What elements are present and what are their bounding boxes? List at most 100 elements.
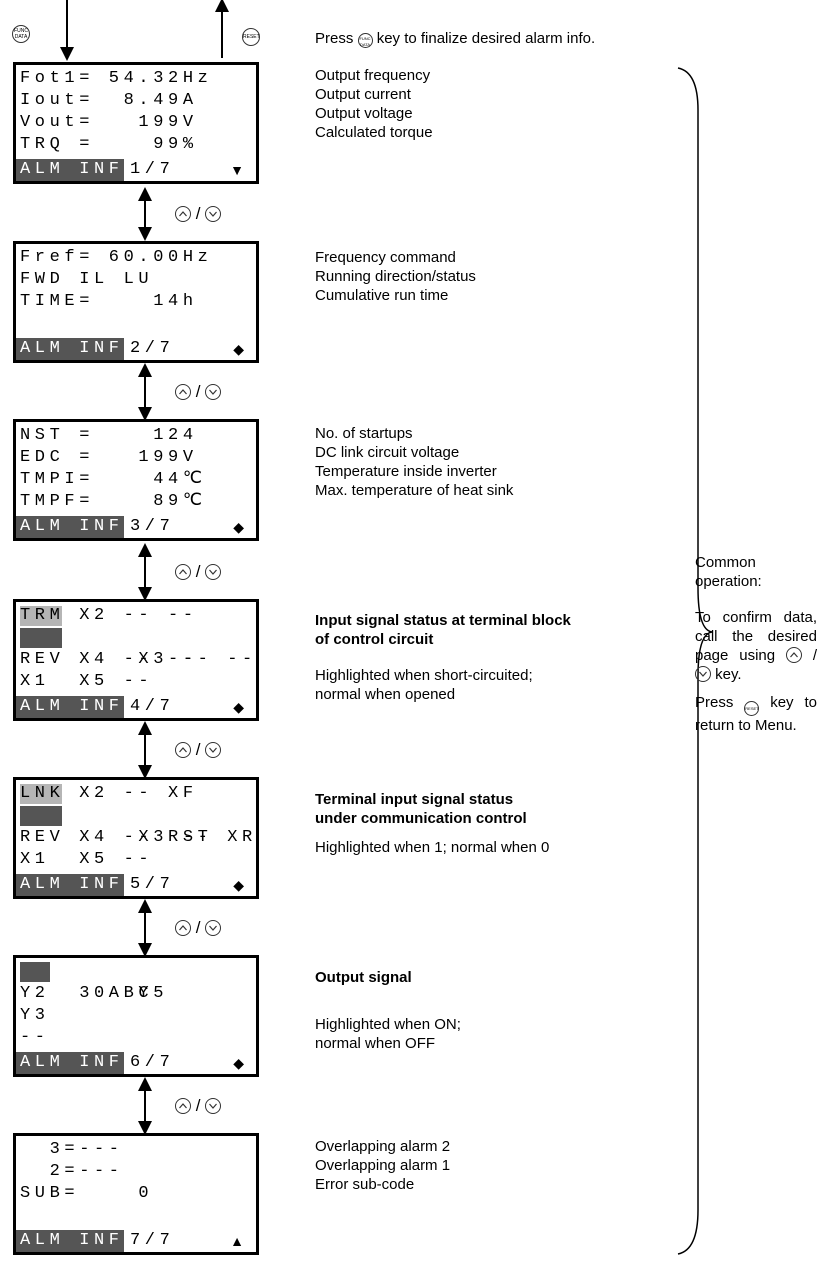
screen-3-descriptions: No. of startups DC link circuit voltage … [315, 425, 514, 499]
alm-inf-bar: ALM INF 4/7 ◆ [16, 696, 256, 718]
lcd-row: FWD IL LU [20, 270, 154, 289]
down-triangle-icon: ▼ [230, 162, 244, 178]
alm-inf-label: ALM INF [16, 874, 124, 896]
lcd-row: 3=--- [20, 1140, 124, 1159]
lcd-row: FWD X3 -- XR [79, 828, 257, 847]
alm-inf-bar: ALM INF 7/7 ▲ [16, 1230, 256, 1252]
group-bracket [677, 67, 713, 1255]
up-down-keys: / [175, 1096, 222, 1116]
page-indicator: 1/7 [130, 160, 175, 179]
lcd-row: LNK X2 -- XF [20, 784, 198, 803]
lcd-row: FWD X3 -- -- [79, 650, 257, 669]
up-key-icon [175, 920, 191, 936]
lcd-row: TRQ = 99% [20, 135, 198, 154]
lcd-row: -- [20, 1028, 50, 1047]
down-key-icon [695, 666, 711, 682]
up-down-keys: / [175, 382, 222, 402]
alm-inf-bar: ALM INF 2/7 ◆ [16, 338, 256, 360]
fwd-label: FWD [79, 650, 124, 669]
diamond-icon: ◆ [233, 1055, 244, 1071]
alm-inf-label: ALM INF [16, 696, 124, 718]
up-key-icon [175, 206, 191, 222]
up-key-icon [175, 384, 191, 400]
lcd-row: Iout= 8.49A [20, 91, 198, 110]
page-indicator: 5/7 [130, 875, 175, 894]
page-indicator: 2/7 [130, 339, 175, 358]
top-instruction: Press FUNC DATA key to finalize desired … [315, 30, 596, 48]
up-down-keys: / [175, 204, 222, 224]
lcd-row: Fref= 60.00Hz [20, 248, 213, 267]
highlight-fwd [20, 806, 62, 826]
lcd-row: SUB= 0 [20, 1184, 154, 1203]
highlight-lnk [20, 784, 62, 804]
up-key-icon [785, 647, 802, 663]
page-indicator: 6/7 [130, 1053, 175, 1072]
down-key-icon [205, 1098, 222, 1114]
diamond-icon: ◆ [233, 877, 244, 893]
screen-4-descriptions: Highlighted when short-circuited; normal… [315, 667, 533, 703]
up-down-keys: / [175, 740, 222, 760]
lcd-screen-6: Y1 Y5 Y2 30ABC Y3 -- ALM INF 6/7 ◆ [13, 955, 259, 1077]
page-indicator: 3/7 [130, 517, 175, 536]
reset-key-icon[interactable]: RESET [242, 22, 260, 46]
alm-inf-bar: ALM INF 6/7 ◆ [16, 1052, 256, 1074]
alm-inf-bar: ALM INF 3/7 ◆ [16, 516, 256, 538]
up-key-icon [175, 564, 191, 580]
lcd-screen-2: Fref= 60.00Hz FWD IL LU TIME= 14h ALM IN… [13, 241, 259, 363]
screen-5-descriptions: Highlighted when 1; normal when 0 [315, 839, 550, 856]
diamond-icon: ◆ [233, 699, 244, 715]
alm-inf-label: ALM INF [16, 516, 124, 538]
lcd-row: Vout= 199V [20, 113, 198, 132]
lcd-screen-5: LNK X2 -- XF FWD X3 -- XR REV X4 -- RST … [13, 777, 259, 899]
common-press-text: Press RESET key to return to Menu. [695, 694, 817, 734]
lcd-row: NST = 124 [20, 426, 198, 445]
common-confirm-text: To confirm data, call the desired page u… [695, 609, 818, 683]
alm-inf-label: ALM INF [16, 1052, 124, 1074]
highlight-y1 [20, 962, 50, 982]
lcd-row: TMPI= 44℃ [20, 470, 207, 489]
down-key-icon [205, 920, 222, 936]
up-key-icon [175, 1098, 191, 1114]
up-down-keys: / [175, 918, 222, 938]
lcd-row: X1 X5 -- [20, 850, 154, 869]
screen-4-title: Input signal status at terminal block of… [315, 612, 571, 648]
func-data-key-icon[interactable]: FUNC DATA [12, 22, 30, 43]
alm-inf-bar: ALM INF 5/7 ◆ [16, 874, 256, 896]
down-key-icon [205, 384, 222, 400]
lcd-screen-4: TRM X2 -- -- FWD X3 -- -- REV X4 -- -- X… [13, 599, 259, 721]
alm-inf-label: ALM INF [16, 159, 124, 181]
lcd-row: TRM X2 -- -- [20, 606, 198, 625]
screen-1-descriptions: Output frequency Output current Output v… [315, 67, 433, 141]
highlight-trm [20, 606, 62, 626]
lcd-screen-7: 3=--- 2=--- SUB= 0 ALM INF 7/7 ▲ [13, 1133, 259, 1255]
lcd-row: Y2 30ABC [20, 984, 154, 1003]
alm-inf-label: ALM INF [16, 338, 124, 360]
lcd-row: TIME= 14h [20, 292, 198, 311]
lcd-row: REV X4 -- RST [20, 828, 213, 847]
page-indicator: 7/7 [130, 1231, 175, 1250]
down-key-icon [205, 206, 222, 222]
alm-inf-label: ALM INF [16, 1230, 124, 1252]
screen-6-title: Output signal [315, 969, 412, 986]
lcd-row: Fot1= 54.32Hz [20, 69, 213, 88]
y1-label: Y1 [79, 984, 109, 1003]
down-key-icon [205, 742, 222, 758]
alm-inf-bar: ALM INF 1/7 ▼ [16, 159, 256, 181]
lcd-row: Y1 Y5 [79, 984, 169, 1003]
lcd-row: EDC = 199V [20, 448, 198, 467]
up-down-keys: / [175, 562, 222, 582]
lcd-row: 2=--- [20, 1162, 124, 1181]
page-indicator: 4/7 [130, 697, 175, 716]
down-key-icon [205, 564, 222, 580]
highlight-fwd [20, 628, 62, 648]
lcd-row: TMPF= 89℃ [20, 492, 207, 511]
lcd-screen-1: Fot1= 54.32Hz Iout= 8.49A Vout= 199V TRQ… [13, 62, 259, 184]
lcd-screen-3: NST = 124 EDC = 199V TMPI= 44℃ TMPF= 89℃… [13, 419, 259, 541]
common-operation-heading: Common operation: [695, 554, 762, 590]
screen-7-descriptions: Overlapping alarm 2 Overlapping alarm 1 … [315, 1138, 451, 1193]
screen-6-descriptions: Highlighted when ON; normal when OFF [315, 1016, 461, 1052]
lcd-row: Y3 [20, 1006, 50, 1025]
lcd-row: X1 X5 -- [20, 672, 154, 691]
fwd-label: FWD [79, 828, 124, 847]
